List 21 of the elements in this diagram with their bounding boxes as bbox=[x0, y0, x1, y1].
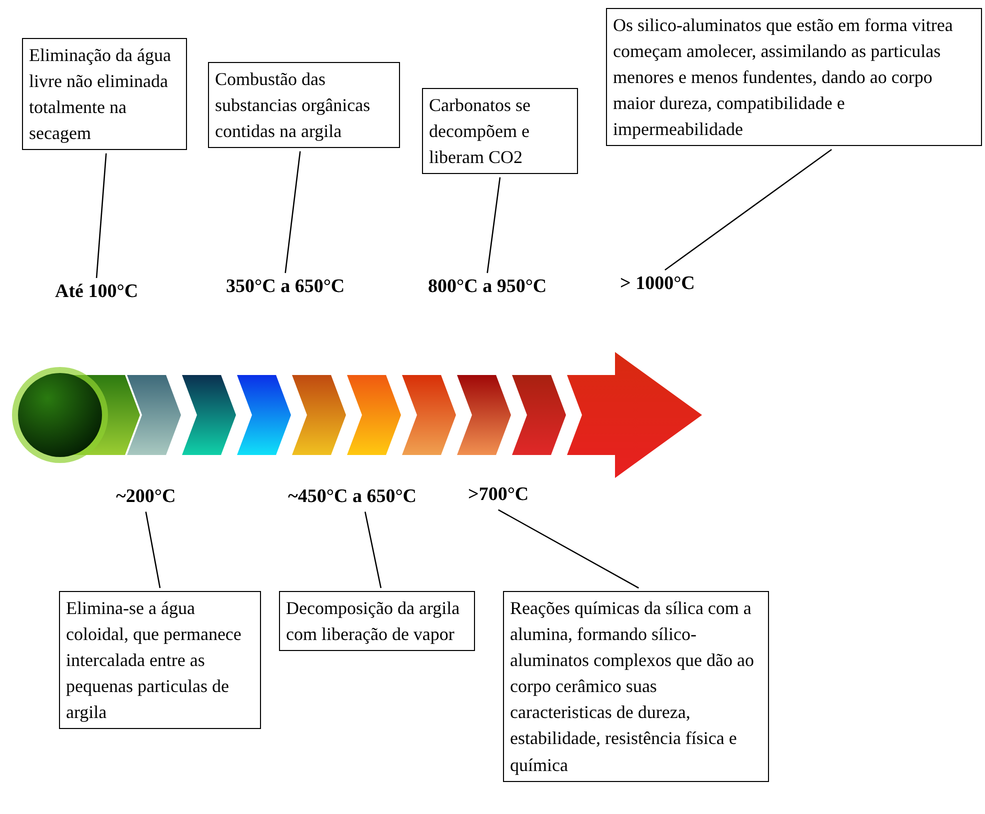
description-box: Combustão das substancias orgânicas contidas na argila bbox=[208, 62, 400, 148]
temperature-label: ~450°C a 650°C bbox=[288, 486, 417, 509]
leader-line bbox=[96, 153, 107, 278]
leader-line bbox=[145, 512, 161, 588]
temperature-label: >700°C bbox=[468, 484, 529, 507]
temperature-label: > 1000°C bbox=[620, 273, 695, 296]
temperature-label: ~200°C bbox=[116, 486, 176, 509]
description-box: Reações químicas da sílica com a alumina, formando sílico-aluminatos complexos que dão ao corpo cerâmico suas caracteristicas de dureza, estabilidade, resistência física e química bbox=[503, 591, 769, 782]
leader-line bbox=[284, 151, 301, 274]
description-box: Elimina-se a água coloidal, que permanece intercalada entre as pequenas particulas de argila bbox=[59, 591, 261, 730]
leader-line bbox=[664, 148, 832, 271]
description-box: Os silico-aluminatos que estão em forma vitrea começam amolecer, assimilando as particulas menores e menos fundentes, dando ao corpo maior dureza, compatibilidade e impermeabilidade bbox=[606, 8, 982, 146]
description-box: Eliminação da água livre não eliminada totalmente na secagem bbox=[22, 38, 187, 150]
temperature-label: 800°C a 950°C bbox=[428, 276, 547, 299]
description-box: Carbonatos se decompõem e liberam CO2 bbox=[422, 88, 578, 174]
temperature-label: Até 100°C bbox=[55, 281, 138, 304]
leader-line bbox=[364, 512, 382, 588]
temperature-label: 350°C a 650°C bbox=[226, 276, 345, 299]
description-box: Decomposição da argila com liberação de vapor bbox=[279, 591, 475, 652]
leader-line bbox=[486, 177, 501, 274]
leader-line bbox=[498, 509, 639, 589]
